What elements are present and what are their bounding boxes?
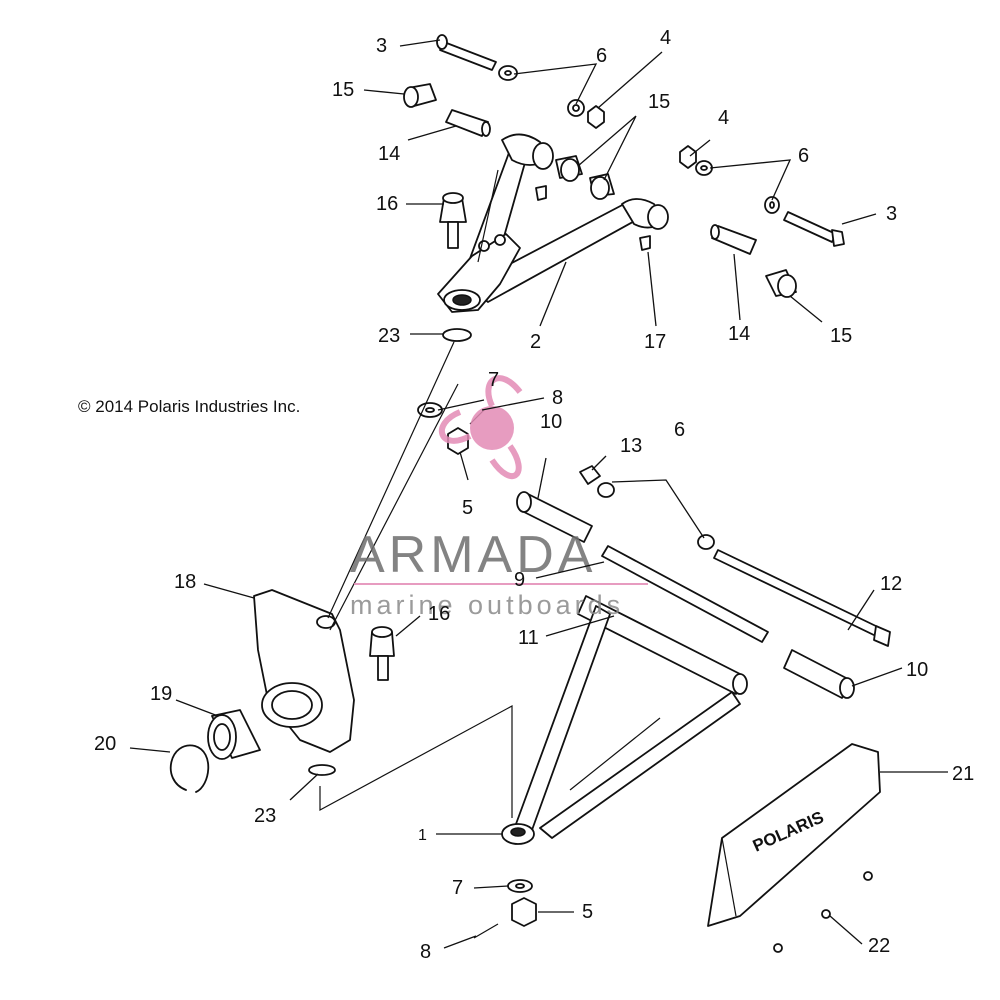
ball-joint-part-16-upper	[439, 192, 467, 249]
callout-13: 13	[620, 435, 642, 457]
bolt-part-3-right	[783, 211, 845, 247]
grease-fitting-part-17	[535, 185, 651, 251]
callout-numbers: 3 6 4 15 15 14 4 6 3 16 17 14 15 23 2 7 …	[94, 27, 974, 963]
callout-leaders	[129, 39, 948, 949]
callout-22: 22	[868, 935, 890, 957]
callout-3: 3	[886, 203, 897, 225]
callout-19: 19	[150, 683, 172, 705]
callout-1: 1	[418, 827, 427, 844]
callout-10: 10	[540, 411, 562, 433]
bolt-part-3-upper-left	[436, 34, 497, 71]
washer-part-6-right	[695, 160, 780, 214]
callout-14: 14	[728, 323, 750, 345]
pin-part-8-bottom	[473, 923, 499, 939]
callout-18: 18	[174, 571, 196, 593]
callout-15: 15	[648, 91, 670, 113]
callout-16: 16	[428, 603, 450, 625]
upper-a-arm-part-2	[437, 133, 669, 313]
pivot-shaft-part-9	[601, 545, 769, 643]
snap-ring-part-23-lower	[308, 764, 336, 776]
callout-7: 7	[452, 877, 463, 899]
snap-ring-part-23-upper	[442, 328, 472, 342]
callout-20: 20	[94, 733, 116, 755]
watermark-tagline: marine outboards	[350, 590, 624, 620]
bolt-part-12	[713, 549, 891, 647]
armada-logo-icon	[438, 375, 523, 480]
callout-10: 10	[906, 659, 928, 681]
callout-5: 5	[462, 497, 473, 519]
callout-6: 6	[798, 145, 809, 167]
callout-21: 21	[952, 763, 974, 785]
callout-23: 23	[378, 325, 400, 347]
watermark-brand: ARMADA	[350, 526, 596, 584]
callout-6: 6	[674, 419, 685, 441]
sleeve-part-14	[445, 109, 757, 255]
callout-2: 2	[530, 331, 541, 353]
lower-a-arm-part-1	[501, 595, 748, 845]
washer-part-7-bottom	[507, 879, 533, 893]
screw-part-22	[773, 871, 873, 953]
nut-part-5-bottom	[511, 897, 537, 927]
callout-5: 5	[582, 901, 593, 923]
callout-16: 16	[376, 193, 398, 215]
ball-joint-part-16-lower	[369, 626, 395, 681]
washer-part-6-upper	[498, 65, 585, 117]
callout-7: 7	[488, 369, 499, 391]
nut-part-4-upper	[587, 105, 697, 169]
callout-15: 15	[830, 325, 852, 347]
a-arm-guard-part-21	[707, 743, 881, 927]
callout-15: 15	[332, 79, 354, 101]
callout-12: 12	[880, 573, 902, 595]
callout-11: 11	[518, 627, 539, 649]
sleeve-part-10-upper	[516, 491, 593, 543]
washer-part-6-lower	[597, 482, 715, 550]
steering-knuckle-part-18	[253, 589, 355, 753]
bushing-part-15	[403, 83, 797, 298]
armada-watermark: ARMADA marine outboards	[350, 375, 648, 620]
callout-14: 14	[378, 143, 400, 165]
callout-8: 8	[552, 387, 563, 409]
callout-9: 9	[514, 569, 525, 591]
copyright-text: © 2014 Polaris Industries Inc.	[78, 397, 300, 416]
callout-6: 6	[596, 45, 607, 67]
sleeve-part-10-lower	[783, 649, 855, 699]
wheel-bearing-part-19	[207, 709, 261, 760]
callout-8: 8	[420, 941, 431, 963]
assembly-connection-lines	[319, 341, 513, 818]
callout-17: 17	[644, 331, 666, 353]
callout-4: 4	[660, 27, 671, 49]
callout-4: 4	[718, 107, 729, 129]
snap-ring-part-20	[169, 744, 210, 793]
bushing-part-13	[579, 465, 601, 485]
callout-23: 23	[254, 805, 276, 827]
callout-3: 3	[376, 35, 387, 57]
